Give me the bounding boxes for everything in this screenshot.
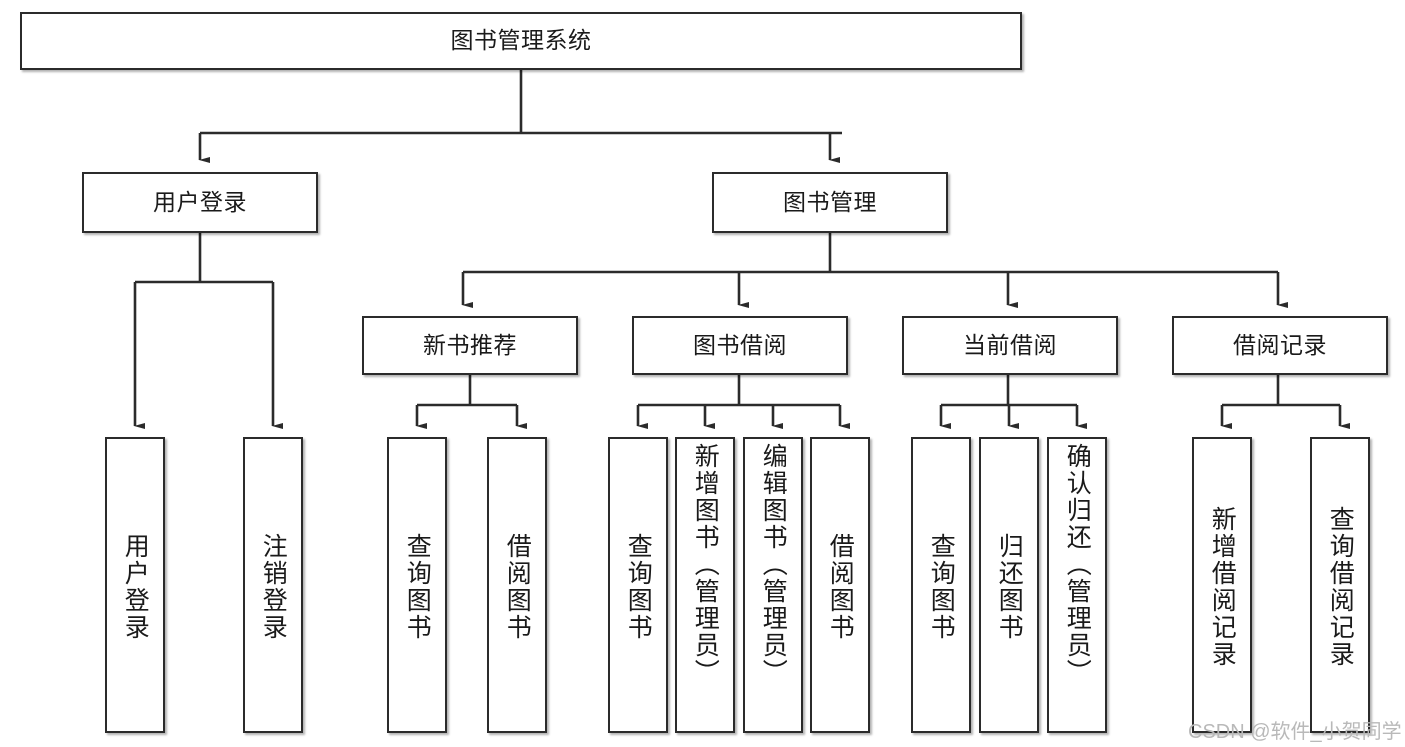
node-leaf-add-book[interactable]: 新增图书（管理员） [675,437,735,733]
node-leaf-confirm-return[interactable]: 确认归还（管理员） [1047,437,1107,733]
node-leaf-user-login[interactable]: 用户登录 [105,437,165,733]
node-borrow-record-label: 借阅记录 [1233,331,1327,358]
node-leaf-borrow-book-1[interactable]: 借阅图书 [487,437,547,733]
node-current-borrow-label: 当前借阅 [963,331,1057,358]
node-leaf-add-record-label: 新增借阅记录 [1208,506,1237,668]
node-book-management-label: 图书管理 [783,188,877,215]
node-new-book-recommend[interactable]: 新书推荐 [362,316,578,375]
node-current-borrow[interactable]: 当前借阅 [902,316,1118,375]
node-leaf-edit-book[interactable]: 编辑图书（管理员） [743,437,803,733]
node-leaf-user-login-label: 用户登录 [121,533,150,641]
node-leaf-confirm-return-label: 确认归还（管理员） [1063,443,1092,686]
node-book-borrow-label: 图书借阅 [693,331,787,358]
node-leaf-add-record[interactable]: 新增借阅记录 [1192,437,1252,733]
node-leaf-query-record[interactable]: 查询借阅记录 [1310,437,1370,733]
node-root[interactable]: 图书管理系统 [20,12,1022,70]
node-leaf-query-book-3-label: 查询图书 [927,533,956,641]
node-borrow-record[interactable]: 借阅记录 [1172,316,1388,375]
node-leaf-query-book-1-label: 查询图书 [403,533,432,641]
node-leaf-query-book-3[interactable]: 查询图书 [911,437,971,733]
node-leaf-borrow-book-2-label: 借阅图书 [826,533,855,641]
node-book-management[interactable]: 图书管理 [712,172,948,233]
node-leaf-query-record-label: 查询借阅记录 [1326,506,1355,668]
node-leaf-borrow-book-2[interactable]: 借阅图书 [810,437,870,733]
node-leaf-edit-book-label: 编辑图书（管理员） [759,443,788,686]
node-user-login[interactable]: 用户登录 [82,172,318,233]
node-leaf-user-logout[interactable]: 注销登录 [243,437,303,733]
node-leaf-user-logout-label: 注销登录 [259,533,288,641]
node-leaf-query-book-1[interactable]: 查询图书 [387,437,447,733]
node-book-borrow[interactable]: 图书借阅 [632,316,848,375]
node-leaf-borrow-book-1-label: 借阅图书 [503,533,532,641]
node-leaf-add-book-label: 新增图书（管理员） [691,443,720,686]
node-leaf-query-book-2[interactable]: 查询图书 [608,437,668,733]
node-user-login-label: 用户登录 [153,188,247,215]
node-leaf-query-book-2-label: 查询图书 [624,533,653,641]
node-leaf-return-book-label: 归还图书 [995,533,1024,641]
csdn-watermark: CSDN @软件_小贺同学 [1188,721,1402,743]
node-new-book-recommend-label: 新书推荐 [423,331,517,358]
node-leaf-return-book[interactable]: 归还图书 [979,437,1039,733]
node-root-label: 图书管理系统 [450,27,592,54]
